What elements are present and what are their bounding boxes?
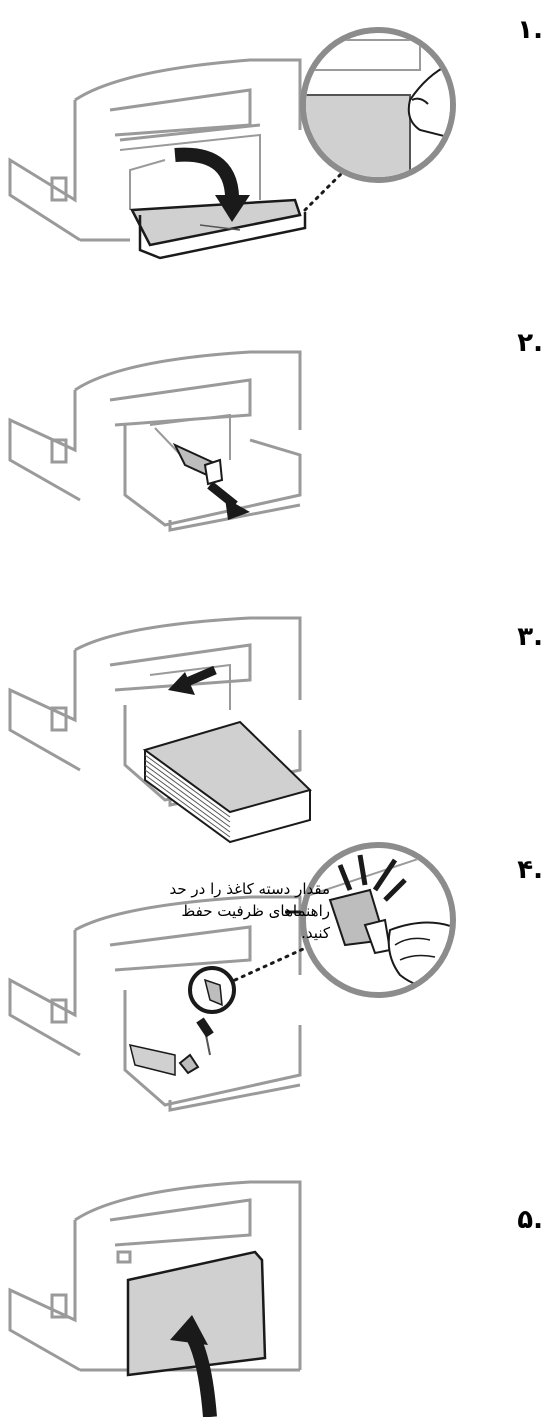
- step-2: .٢: [0, 320, 555, 560]
- step-1: .١: [0, 0, 555, 290]
- capacity-guide-callout: مقدار دسته کاغذ را در حد راهنماهای ظرفیت…: [150, 878, 330, 944]
- step-3: .٣: [0, 610, 555, 870]
- step-5: .۵: [0, 1180, 555, 1417]
- callout-line-1: مقدار دسته کاغذ را در حد: [150, 878, 330, 900]
- printer-close-cover-illustration: [0, 1180, 555, 1417]
- printer-tray-open-illustration: [0, 0, 555, 290]
- printer-slide-guide-illustration: [0, 320, 555, 560]
- printer-load-paper-illustration: [0, 610, 555, 870]
- step-4: .۴ مقدار دسته کاغذ: [0, 835, 555, 1205]
- callout-line-2: راهنماهای ظرفیت حفظ کنید.: [150, 900, 330, 944]
